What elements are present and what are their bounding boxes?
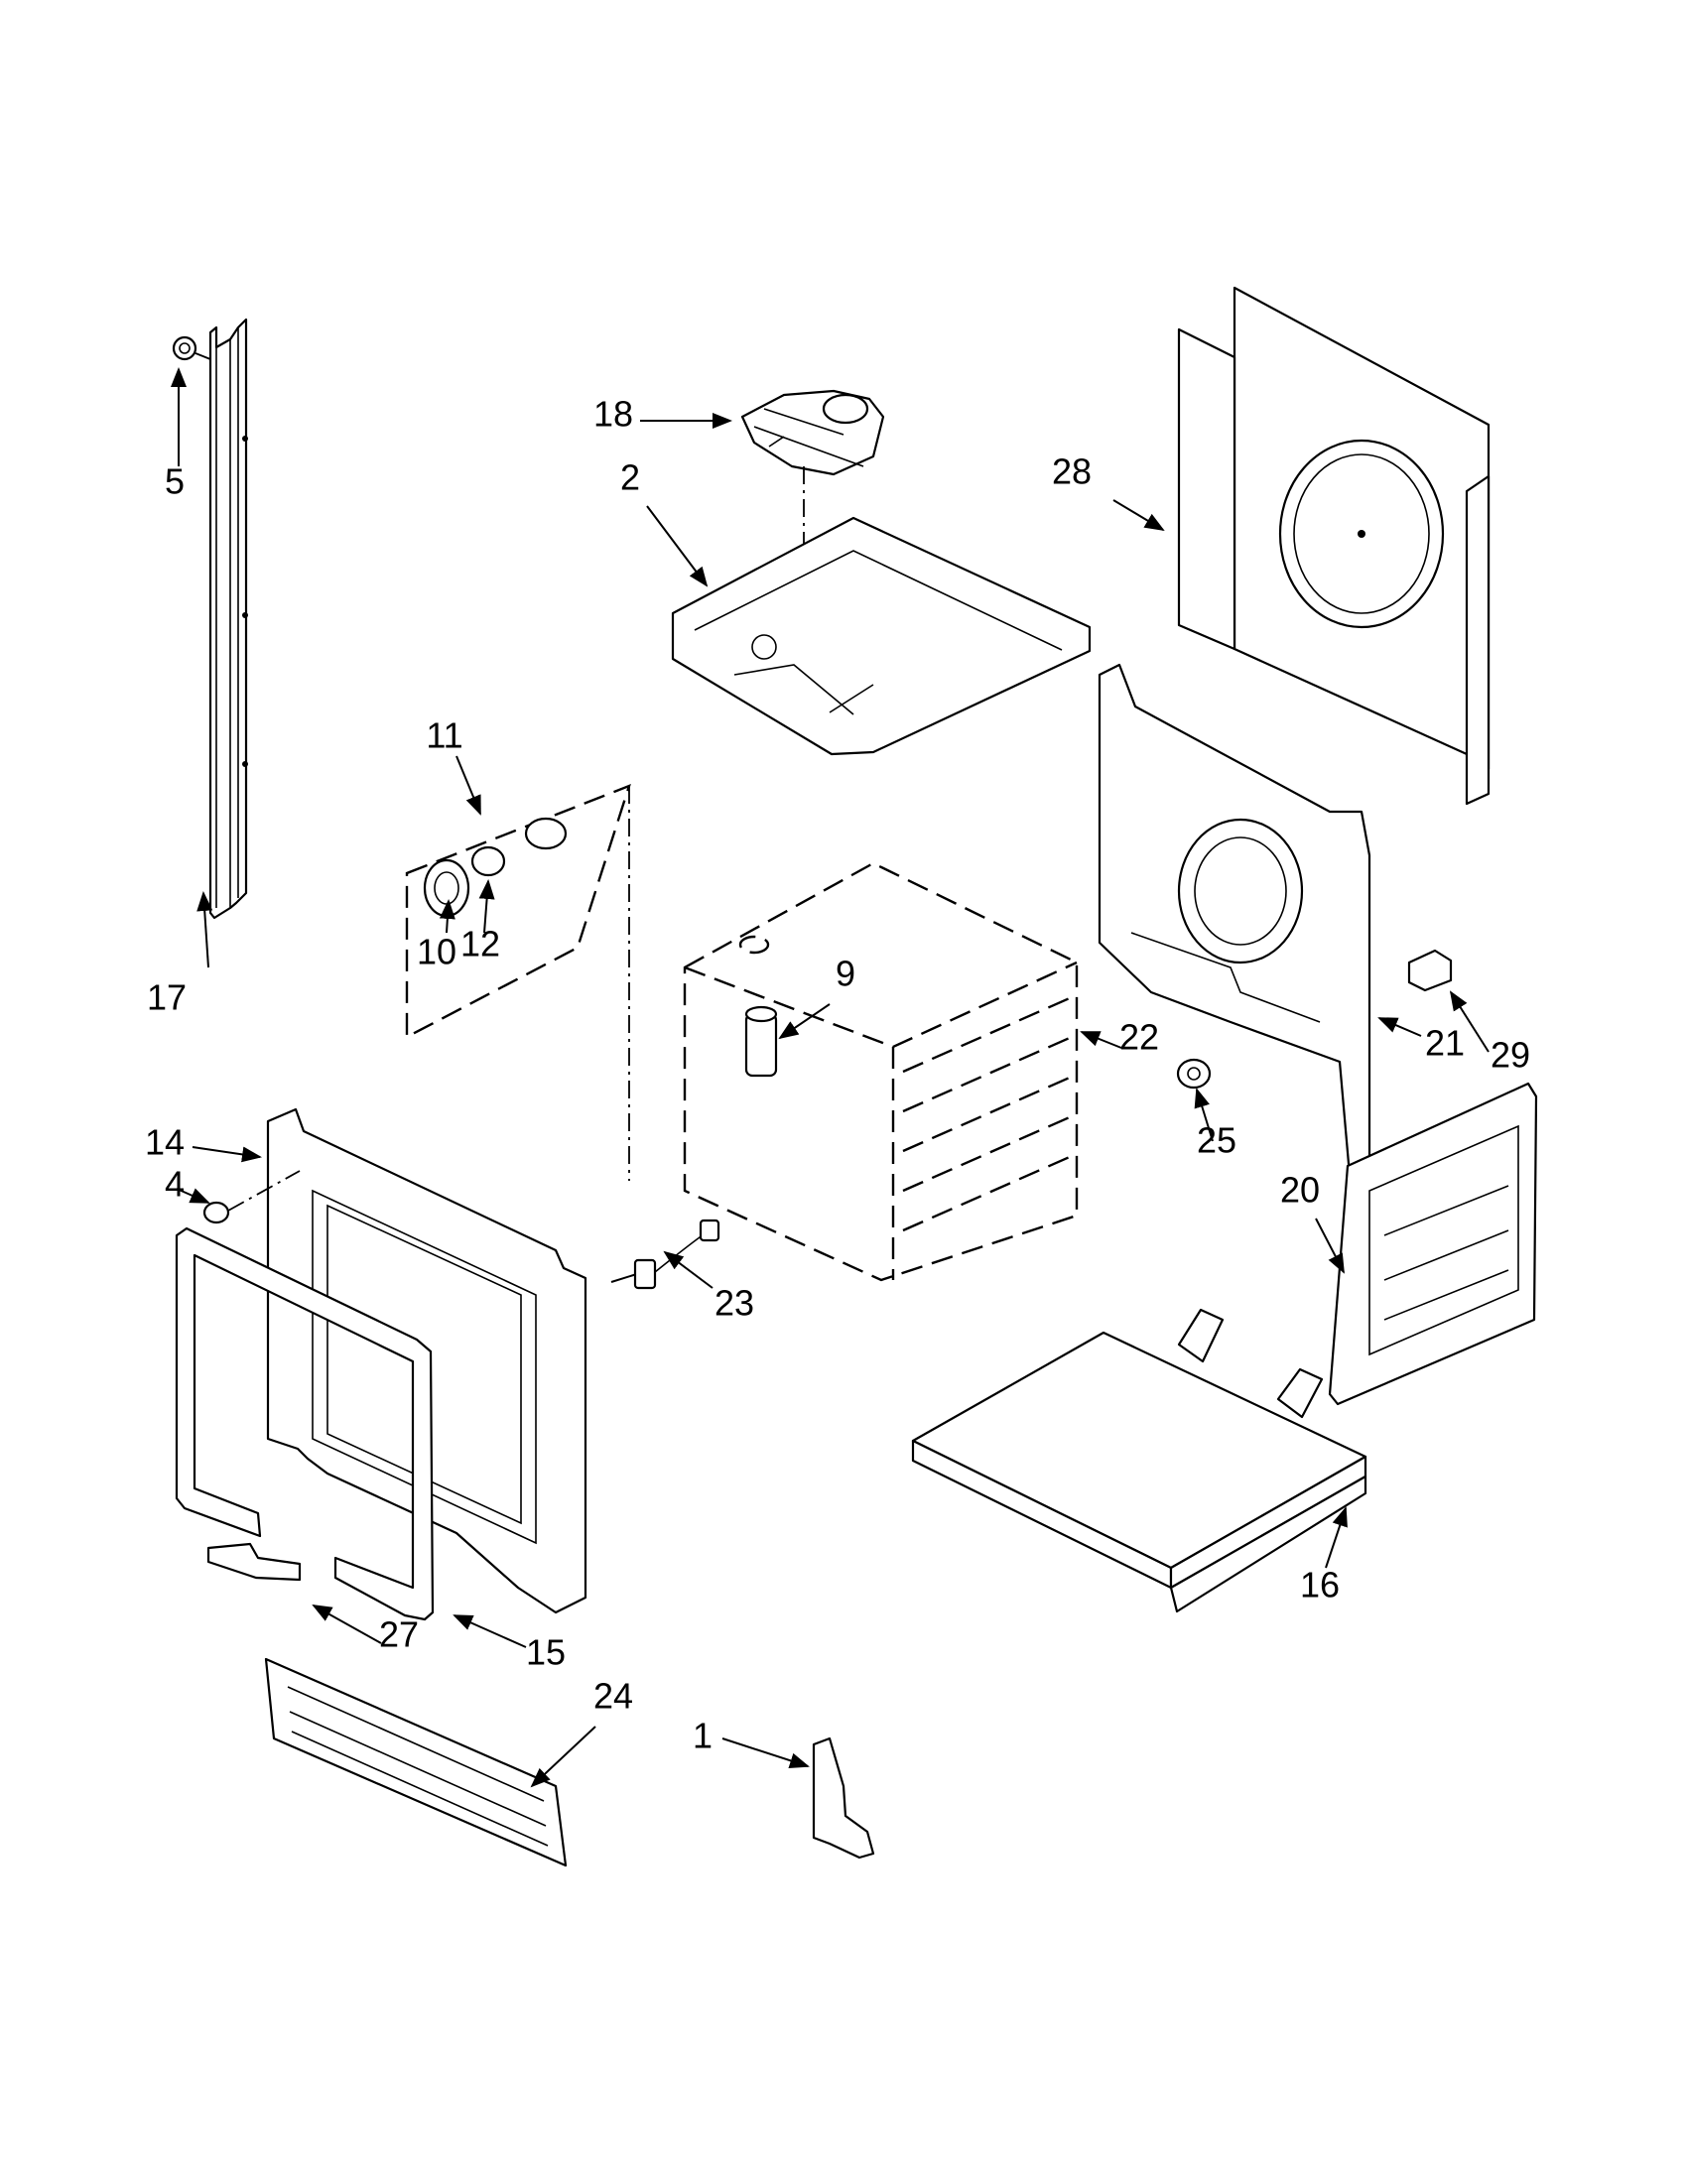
callout-27: 27 bbox=[379, 1614, 419, 1655]
callout-23: 23 bbox=[714, 1283, 754, 1324]
part-2-top-plate bbox=[671, 516, 1092, 756]
part-18-latch-motor bbox=[740, 389, 885, 476]
callout-1: 1 bbox=[693, 1716, 713, 1756]
callout-22: 22 bbox=[1119, 1017, 1159, 1058]
callout-5: 5 bbox=[165, 461, 185, 502]
callout-14: 14 bbox=[145, 1122, 185, 1163]
callout-4: 4 bbox=[165, 1164, 185, 1205]
callout-17: 17 bbox=[147, 977, 187, 1018]
callout-10: 10 bbox=[417, 932, 456, 972]
part-27-bracket bbox=[206, 1542, 302, 1582]
callout-24: 24 bbox=[593, 1676, 633, 1717]
callout-28: 28 bbox=[1052, 451, 1092, 492]
callout-16: 16 bbox=[1300, 1565, 1340, 1606]
part-12-lamp-bulb bbox=[470, 845, 506, 877]
part-23-sensor-probe bbox=[610, 1219, 720, 1290]
part-24-vent-grille bbox=[264, 1657, 568, 1867]
part-1-bracket bbox=[812, 1736, 875, 1860]
callout-11: 11 bbox=[426, 715, 462, 756]
part-11-light-assembly-group bbox=[405, 783, 631, 1039]
leader-lines bbox=[171, 367, 1490, 1788]
part-10-lamp-socket bbox=[423, 858, 470, 918]
callout-20: 20 bbox=[1280, 1170, 1320, 1211]
callout-9: 9 bbox=[836, 954, 855, 994]
callout-2: 2 bbox=[620, 457, 640, 498]
part-9-tube bbox=[744, 1005, 778, 1078]
callout-12: 12 bbox=[460, 924, 500, 964]
part-15-door-gasket bbox=[175, 1226, 435, 1621]
part-17-side-rail bbox=[208, 318, 248, 920]
callout-29: 29 bbox=[1491, 1035, 1530, 1076]
part-25-sensor bbox=[1176, 1058, 1212, 1090]
part-29-clip bbox=[1407, 949, 1453, 992]
part-28-rear-panel bbox=[1177, 286, 1491, 806]
part-21-rear-frame bbox=[1098, 663, 1371, 1222]
part-20-side-panel bbox=[1328, 1082, 1538, 1406]
callout-25: 25 bbox=[1197, 1120, 1236, 1161]
callout-21: 21 bbox=[1425, 1023, 1465, 1064]
callout-15: 15 bbox=[526, 1632, 566, 1673]
callout-18: 18 bbox=[593, 394, 633, 435]
part-22-oven-cavity bbox=[683, 861, 1079, 1282]
part-5-screw bbox=[172, 335, 211, 361]
part-16-bottom-shelf bbox=[911, 1308, 1367, 1613]
part-4-screw bbox=[202, 1170, 301, 1224]
